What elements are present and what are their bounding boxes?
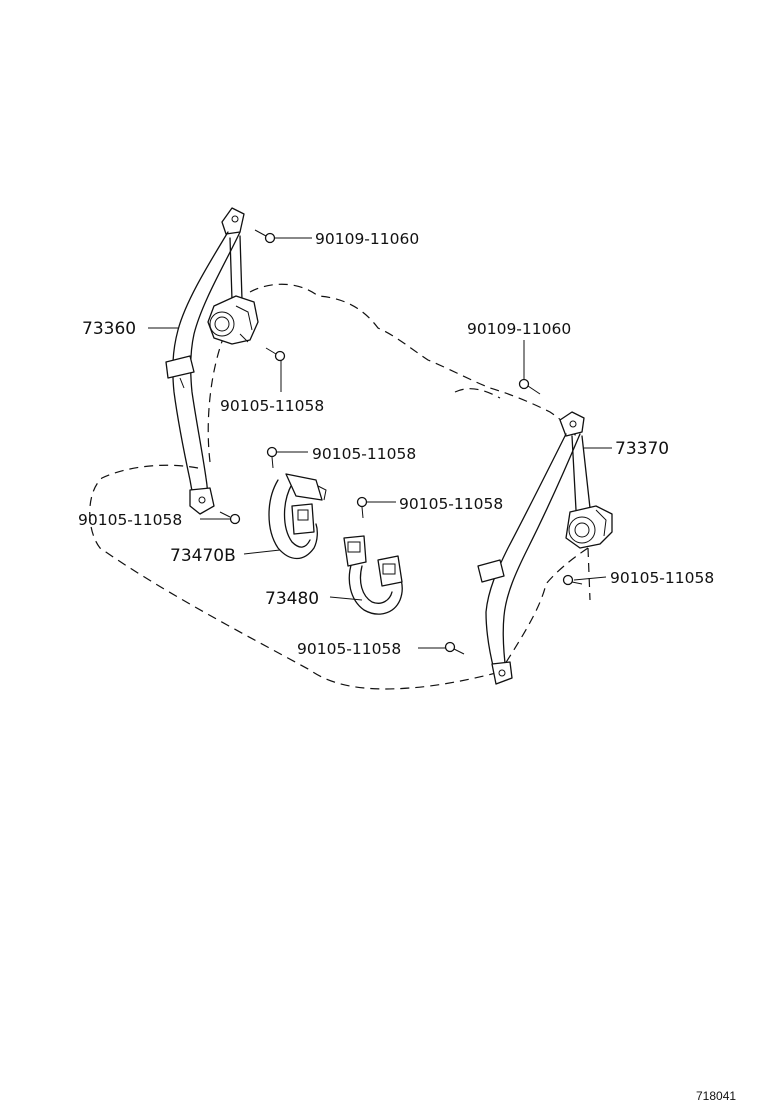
center-buckle-left-assembly <box>268 473 327 560</box>
bolt-upper-right-icon <box>518 378 541 395</box>
center-buckle-right-assembly <box>343 535 403 615</box>
figure-number: 718041 <box>696 1089 736 1103</box>
label-bolt-retractor-right: 90105-11058 <box>610 569 714 587</box>
bolt-anchor-left-icon <box>219 511 241 525</box>
label-bolt-anchor-bottom: 90105-11058 <box>297 640 401 658</box>
label-bolt-upper-left: 90109-11060 <box>315 230 419 248</box>
bolt-retractor-left-icon <box>265 347 286 362</box>
bolt-upper-left-icon <box>254 229 276 244</box>
bolt-anchor-bottom-icon <box>444 641 465 655</box>
rear-seat-outline <box>89 283 591 690</box>
label-belt-rear-left: 73360 <box>82 319 136 339</box>
label-buckle-center-left: 73470B <box>170 546 236 566</box>
label-bolt-buckle-right-top: 90105-11058 <box>399 495 503 513</box>
right-seat-belt-assembly <box>477 411 613 685</box>
label-bolt-upper-right: 90109-11060 <box>467 320 571 338</box>
left-seat-belt-assembly <box>165 207 259 515</box>
bolt-retractor-right-icon <box>562 574 583 586</box>
label-bolt-retractor-left: 90105-11058 <box>220 397 324 415</box>
bolt-buckle-right-top-icon <box>356 496 368 519</box>
leader-lines <box>148 237 612 649</box>
label-bolt-anchor-left: 90105-11058 <box>78 511 182 529</box>
label-buckle-center-right: 73480 <box>265 589 319 609</box>
bolt-buckle-left-top-icon <box>266 446 278 469</box>
label-belt-rear-right: 73370 <box>615 439 669 459</box>
label-bolt-buckle-left-top: 90105-11058 <box>312 445 416 463</box>
